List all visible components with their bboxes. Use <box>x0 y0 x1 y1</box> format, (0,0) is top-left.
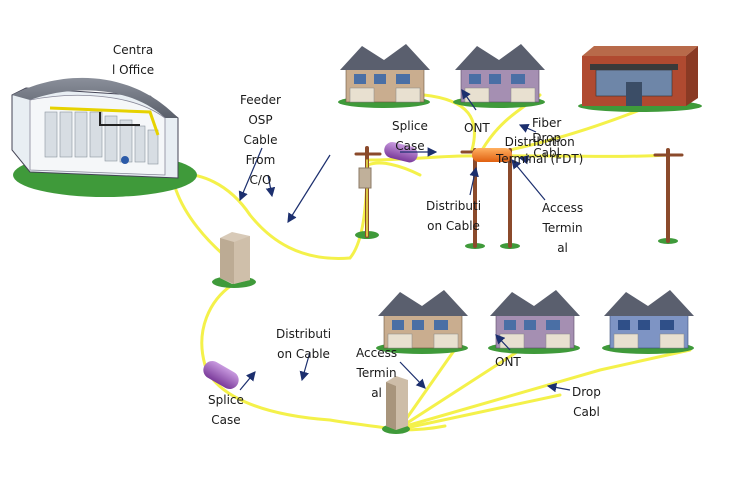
arrow-access-terminal-top <box>511 159 546 201</box>
arrow-ont-bottom <box>495 334 511 351</box>
utility-poles <box>354 146 684 249</box>
central-office-building <box>11 77 197 197</box>
splice-case-bottom-icon <box>203 361 239 389</box>
pole-1 <box>354 146 382 239</box>
label-distribution-cable-bottom: Distributi on Cable <box>276 327 332 361</box>
label-distribution-terminal: Distribution Terminal (FDT) <box>496 135 584 166</box>
house-bottom-3 <box>602 290 694 354</box>
label-access-terminal-top: Access Termin al <box>542 201 584 255</box>
pole-3 <box>500 148 520 249</box>
pole-4 <box>653 148 684 244</box>
arrow-fiber-drop <box>518 123 537 133</box>
arrow-feeder-2 <box>265 174 276 198</box>
label-drop-cable-bottom: Drop Cabl <box>572 385 601 419</box>
arrow-feeder-1 <box>238 147 263 202</box>
arrow-access-terminal-bottom <box>399 361 426 389</box>
pointer-arrows <box>238 89 571 393</box>
bottom-drop-2 <box>402 348 522 427</box>
house-bottom-1 <box>376 290 468 354</box>
label-feeder-cable: Feeder OSP Cable From C/O <box>240 93 281 187</box>
label-splice-case-top: Splice Case <box>392 119 428 153</box>
house-top-2 <box>453 44 545 108</box>
access-terminal-pedestal <box>382 376 410 434</box>
houses <box>338 44 702 354</box>
label-ont-top: ONT <box>464 121 490 135</box>
arrow-fdt <box>518 154 531 165</box>
label-access-terminal-bottom: Access Termin al <box>356 346 398 400</box>
feeder-cable-line <box>168 161 422 260</box>
house-bottom-2 <box>488 290 580 354</box>
label-fiber-drop-cable: Fiber Drop Cabl <box>532 116 562 160</box>
label-ont-bottom: ONT <box>495 355 521 369</box>
top-drop-1 <box>422 93 476 152</box>
arrow-splice-case-bottom <box>239 371 256 391</box>
bottom-drop-1 <box>400 343 460 427</box>
house-top-1 <box>338 44 430 108</box>
bottom-drop-3 <box>404 348 692 428</box>
arrow-distribution-cable-top <box>469 166 479 196</box>
arrow-distribution-cable-bottom <box>299 351 311 382</box>
distribution-cabinet <box>212 232 256 288</box>
shop-building-top <box>578 46 702 112</box>
arrow-feeder-3 <box>287 154 331 224</box>
fdt-icon <box>472 148 512 162</box>
arrow-ont-top <box>461 89 477 111</box>
arrow-drop-cable-bottom <box>546 382 571 393</box>
label-distribution-cable-top: Distributi on Cable <box>426 199 482 233</box>
label-splice-case-bottom: Splice Case <box>208 393 244 427</box>
bottom-drop-4 <box>404 393 562 430</box>
label-central-office: Centra l Office <box>112 43 155 77</box>
